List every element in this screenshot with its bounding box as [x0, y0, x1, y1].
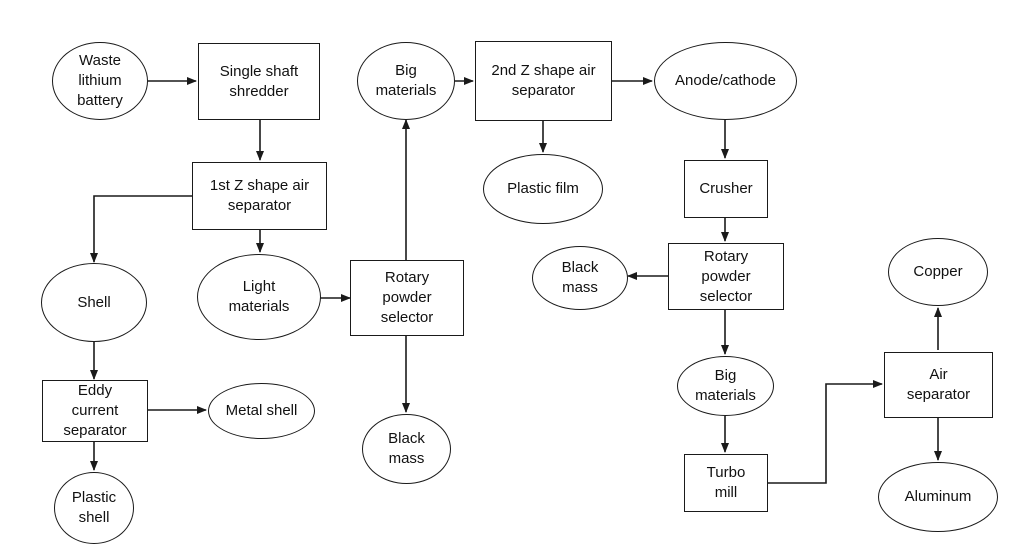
eddy-current-separator-node: Eddy current separator [42, 380, 148, 442]
turbo-mill-node: Turbo mill [684, 454, 768, 512]
air-separator-label: Air separator [906, 366, 971, 403]
second-z-separator-label: 2nd Z shape air separator [491, 62, 596, 99]
rotary-powder-selector-2-node: Rotary powder selector [668, 243, 784, 310]
crusher-label: Crusher [699, 180, 753, 197]
rotary-powder-selector-2-label: Rotary powder selector [699, 247, 753, 305]
waste-lithium-battery-node: Waste lithium battery [52, 42, 148, 120]
shell-node: Shell [41, 263, 147, 342]
shell-label: Shell [77, 293, 111, 311]
black-mass-2-label: Black mass [561, 259, 599, 296]
plastic-shell-label: Plastic shell [71, 489, 117, 526]
eddy-current-separator-label: Eddy current separator [63, 382, 127, 439]
plastic-film-label: Plastic film [507, 180, 579, 197]
black-mass-2-node: Black mass [532, 246, 628, 310]
metal-shell-label: Metal shell [225, 402, 298, 419]
metal-shell-node: Metal shell [208, 383, 315, 439]
crusher-node: Crusher [684, 160, 768, 218]
light-materials-label: Light materials [228, 278, 290, 315]
copper-node: Copper [888, 238, 988, 306]
first-z-separator-node: 1st Z shape air separator [192, 162, 327, 230]
plastic-shell-node: Plastic shell [54, 472, 134, 544]
rotary-powder-selector-1-label: Rotary powder selector [380, 269, 434, 326]
second-z-separator-node: 2nd Z shape air separator [475, 41, 612, 121]
single-shaft-shredder-node: Single shaft shredder [198, 43, 320, 120]
big-materials-1-node: Big materials [357, 42, 455, 120]
first-z-separator-label: 1st Z shape air separator [209, 177, 310, 214]
big-materials-1-label: Big materials [375, 62, 437, 99]
anode-cathode-label: Anode/cathode [675, 72, 776, 89]
black-mass-1-label: Black mass [388, 430, 425, 467]
single-shaft-shredder-label: Single shaft shredder [219, 62, 299, 100]
rotary-powder-selector-1-node: Rotary powder selector [350, 260, 464, 336]
light-materials-node: Light materials [197, 254, 321, 340]
black-mass-1-node: Black mass [362, 414, 451, 484]
plastic-film-node: Plastic film [483, 154, 603, 224]
aluminum-node: Aluminum [878, 462, 998, 532]
copper-label: Copper [913, 263, 963, 280]
big-materials-2-label: Big materials [695, 367, 756, 404]
turbo-mill-label: Turbo mill [706, 464, 746, 501]
arrow-turbo-mill-to-air-separator [768, 380, 883, 484]
big-materials-2-node: Big materials [677, 356, 774, 416]
anode-cathode-node: Anode/cathode [654, 42, 797, 120]
aluminum-label: Aluminum [904, 488, 972, 505]
waste-lithium-battery-label: Waste lithium battery [77, 52, 123, 109]
air-separator-node: Air separator [884, 352, 993, 418]
arrow-first-separator-to-shell [90, 195, 192, 263]
